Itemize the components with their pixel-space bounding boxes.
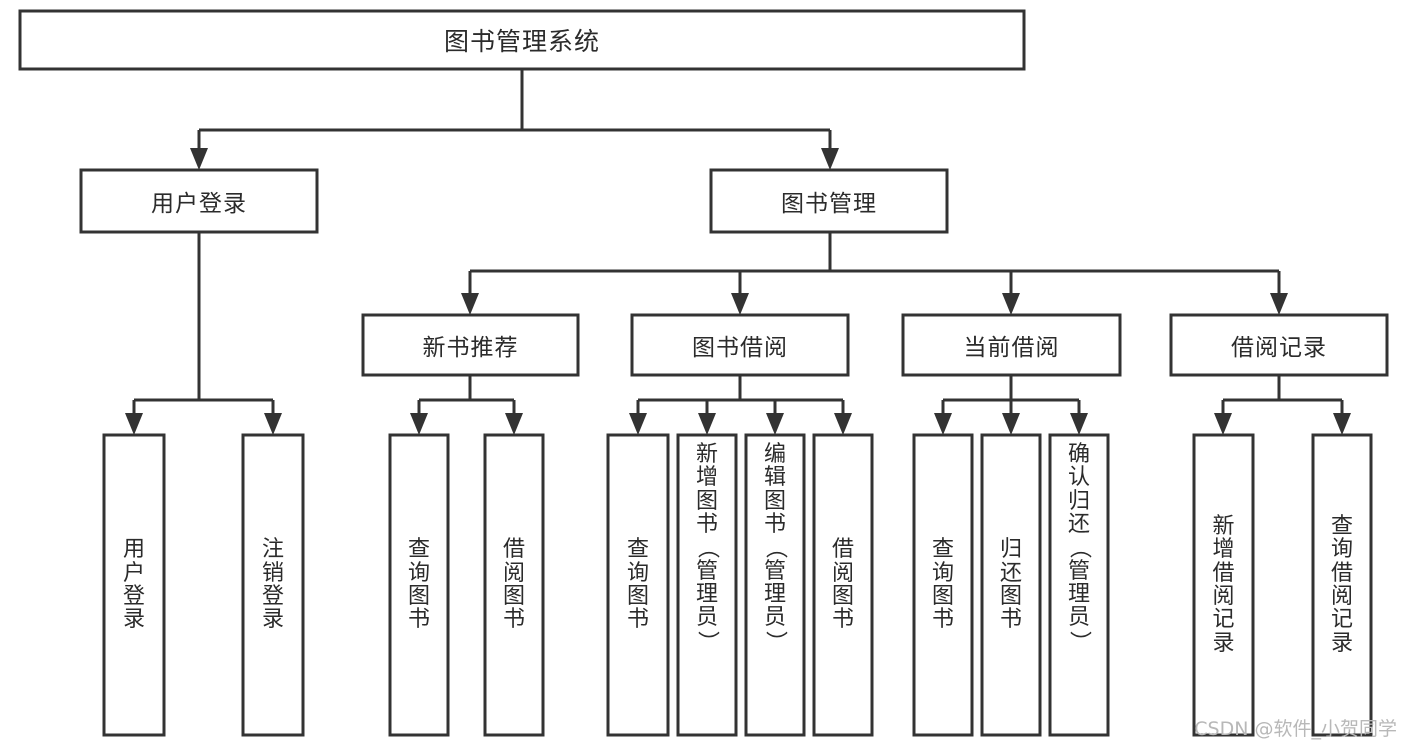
arrow-cb-to-leaf3 bbox=[1070, 413, 1088, 435]
node-leaf-query-book-cur[interactable] bbox=[912, 433, 974, 737]
node-leaf-edit-book[interactable] bbox=[744, 433, 806, 737]
connector-group-root bbox=[190, 69, 839, 170]
node-leaf-user-login[interactable] bbox=[102, 433, 166, 737]
arrow-ul-to-leaf1 bbox=[125, 413, 143, 435]
connector-group-borrowrecord bbox=[1214, 375, 1351, 435]
arrow-bm-to-newbook bbox=[461, 293, 479, 315]
node-root[interactable] bbox=[18, 9, 1026, 71]
arrow-root-to-book-manage bbox=[821, 148, 839, 170]
arrow-bm-to-borrowrecord bbox=[1270, 293, 1288, 315]
arrow-br-to-leaf2 bbox=[1333, 413, 1351, 435]
arrow-bm-to-currentborrow bbox=[1002, 293, 1020, 315]
arrow-ul-to-leaf2 bbox=[264, 413, 282, 435]
node-leaf-query-record[interactable] bbox=[1311, 433, 1373, 737]
node-current-borrow[interactable] bbox=[901, 313, 1122, 377]
node-leaf-add-book[interactable] bbox=[676, 433, 738, 737]
node-leaf-query-book-borrow[interactable] bbox=[606, 433, 670, 737]
node-leaf-confirm-return[interactable] bbox=[1048, 433, 1110, 737]
node-new-book-recommend[interactable] bbox=[361, 313, 580, 377]
arrow-cb-to-leaf2 bbox=[1002, 413, 1020, 435]
arrow-cb-to-leaf1 bbox=[934, 413, 952, 435]
connector-group-newbook bbox=[410, 375, 523, 435]
node-leaf-add-record[interactable] bbox=[1192, 433, 1255, 737]
node-user-login[interactable] bbox=[79, 168, 319, 234]
arrow-bb-to-leaf1 bbox=[629, 413, 647, 435]
connector-group-bookborrow bbox=[629, 375, 852, 435]
node-leaf-borrow-book[interactable] bbox=[812, 433, 874, 737]
connector-group-book-manage bbox=[461, 232, 1288, 315]
arrow-bb-to-leaf3 bbox=[766, 413, 784, 435]
arrow-nb-to-leaf1 bbox=[410, 413, 428, 435]
node-leaf-logout-login[interactable] bbox=[241, 433, 305, 737]
node-leaf-query-book-rec[interactable] bbox=[388, 433, 450, 737]
arrow-bb-to-leaf4 bbox=[834, 413, 852, 435]
arrow-br-to-leaf1 bbox=[1214, 413, 1232, 435]
node-book-manage[interactable] bbox=[709, 168, 949, 234]
arrow-root-to-user-login bbox=[190, 148, 208, 170]
connector-group-currentborrow bbox=[934, 375, 1088, 435]
node-leaf-return-book[interactable] bbox=[980, 433, 1042, 737]
node-leaf-borrow-book-rec[interactable] bbox=[483, 433, 545, 737]
node-book-borrow[interactable] bbox=[630, 313, 850, 377]
node-borrow-record[interactable] bbox=[1169, 313, 1389, 377]
arrow-bm-to-bookborrow bbox=[731, 293, 749, 315]
arrow-nb-to-leaf2 bbox=[505, 413, 523, 435]
arrow-bb-to-leaf2 bbox=[698, 413, 716, 435]
connector-group-user-login bbox=[125, 232, 282, 435]
